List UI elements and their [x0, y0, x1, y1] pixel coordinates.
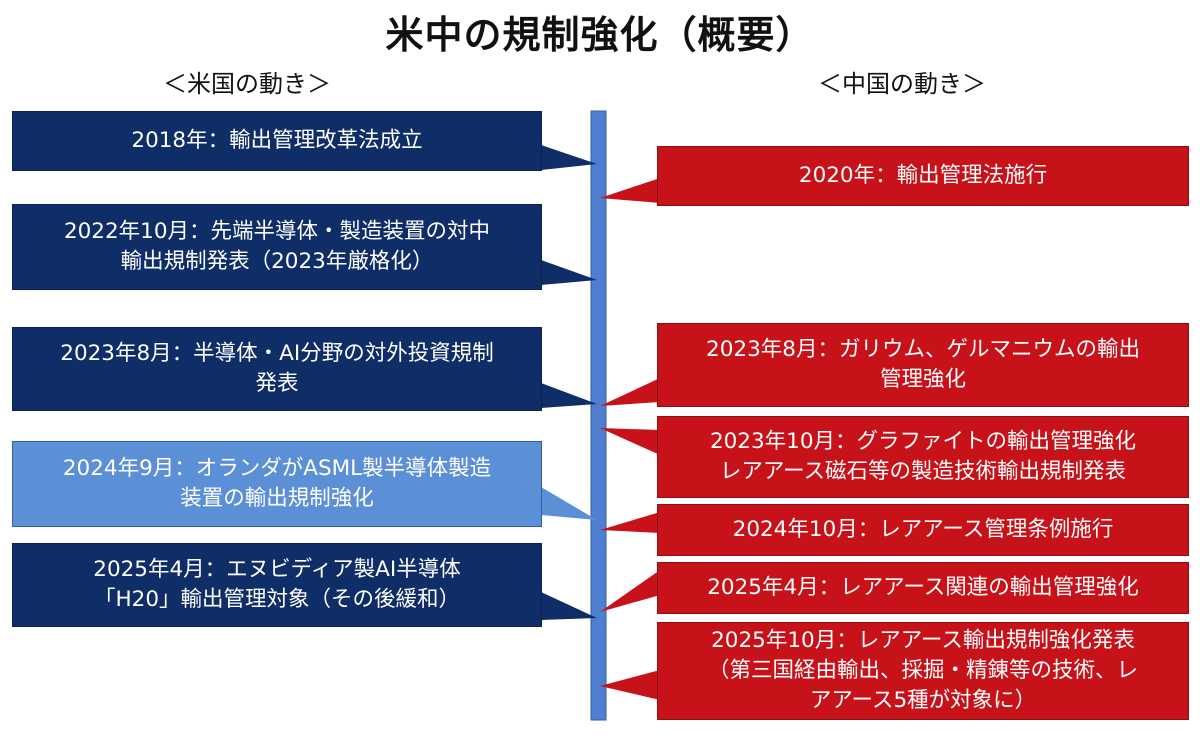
us-pointer-4: [541, 487, 597, 520]
cn-pointer-5: [600, 570, 660, 612]
us-event-box: 2025年4月：エヌビディア製AI半導体 「H20」輸出管理対象（その後緩和）: [12, 543, 542, 627]
event-text-line: 2022年10月：先端半導体・製造装置の対中: [63, 219, 491, 244]
china-event-box: 2023年10月：グラファイトの輸出管理強化 レアアース磁石等の製造技術輸出規制…: [657, 416, 1189, 498]
event-text-line: （第三国経由輸出、採掘・精錬等の技術、レ: [707, 658, 1138, 683]
event-text-line: 2024年9月：オランダがASML製半導体製造: [62, 456, 492, 481]
event-text-line: レアアース磁石等の製造技術輸出規制発表: [719, 459, 1127, 484]
event-text-line: 装置の輸出規制強化: [180, 486, 374, 511]
event-text-line: 2025年10月：レアアース輸出規制強化発表: [711, 628, 1135, 653]
event-text-line: 2024年10月：レアアース管理条例施行: [732, 517, 1114, 542]
event-text-line: 「H20」輸出管理対象（その後緩和）: [93, 587, 460, 612]
us-pointer-5: [541, 592, 597, 620]
us-pointer-3: [541, 383, 597, 408]
event-text-line: 2023年8月：半導体・AI分野の対外投資規制: [60, 341, 494, 366]
us-pointer-1: [541, 145, 597, 170]
us-event-box: 2018年：輸出管理改革法成立: [12, 111, 542, 171]
event-text-line: 輸出規制発表（2023年厳格化）: [120, 249, 434, 274]
us-pointer-2: [541, 260, 597, 285]
event-text-line: アアース5種が対象に）: [809, 688, 1037, 713]
event-text-line: 管理強化: [879, 367, 966, 392]
event-text-line: 2025年4月：レアアース関連の輸出管理強化: [707, 575, 1139, 600]
cn-pointer-2: [600, 378, 660, 406]
event-text-line: 2025年4月：エヌビディア製AI半導体: [93, 557, 461, 582]
china-event-box: 2025年4月：レアアース関連の輸出管理強化: [657, 562, 1189, 614]
cn-pointer-3: [600, 428, 660, 455]
event-text-line: 2023年10月：グラファイトの輸出管理強化: [709, 429, 1137, 454]
cn-pointer-4: [600, 512, 660, 533]
us-event-box: 2023年8月：半導体・AI分野の対外投資規制 発表: [12, 327, 542, 411]
event-text-line: 2023年8月：ガリウム、ゲルマニウムの輸出: [706, 337, 1140, 362]
china-event-box: 2024年10月：レアアース管理条例施行: [657, 504, 1189, 556]
cn-pointer-6: [600, 670, 660, 700]
page-title: 米中の規制強化（概要）: [385, 13, 815, 57]
event-text-line: 2018年：輸出管理改革法成立: [131, 128, 423, 153]
timeline-bar: [590, 110, 607, 721]
us-event-box: 2022年10月：先端半導体・製造装置の対中 輸出規制発表（2023年厳格化）: [12, 204, 542, 290]
us-heading: ＜米国の動き＞: [163, 70, 331, 98]
china-event-box: 2020年：輸出管理法施行: [657, 146, 1189, 206]
china-event-box: 2023年8月：ガリウム、ゲルマニウムの輸出 管理強化: [657, 323, 1189, 407]
event-text-line: 発表: [255, 371, 299, 396]
cn-pointer-1: [600, 178, 660, 203]
event-text-line: 2020年：輸出管理法施行: [798, 163, 1048, 188]
us-event-box: 2024年9月：オランダがASML製半導体製造 装置の輸出規制強化: [12, 441, 542, 527]
china-heading: ＜中国の動き＞: [818, 70, 986, 98]
china-event-box: 2025年10月：レアアース輸出規制強化発表 （第三国経由輸出、採掘・精錬等の技…: [657, 622, 1189, 720]
